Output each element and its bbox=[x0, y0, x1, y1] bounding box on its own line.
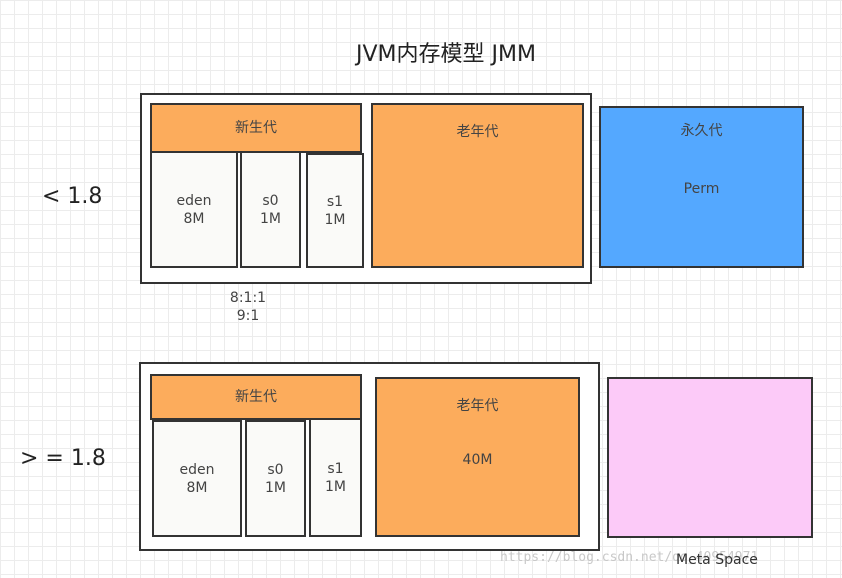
old-generation-size: 40M bbox=[462, 452, 493, 468]
perm-label: Perm bbox=[683, 181, 720, 197]
meta-space bbox=[607, 377, 813, 538]
perm-chinese-label: 永久代 bbox=[680, 123, 723, 139]
young-generation-after: 新生代 bbox=[150, 374, 362, 420]
s1-size: 1M bbox=[325, 478, 346, 495]
ratio-notes: 8:1:1 9:1 bbox=[218, 289, 278, 325]
s1-label: s1 bbox=[327, 460, 344, 477]
old-generation-label: 老年代 bbox=[456, 398, 499, 414]
old-generation-before: 老年代 bbox=[371, 103, 584, 268]
eden-size: 8M bbox=[183, 210, 205, 227]
meta-space-label: Meta Space bbox=[676, 552, 758, 568]
ratio-young-old: 9:1 bbox=[236, 308, 260, 324]
s0-size: 1M bbox=[260, 210, 281, 227]
young-generation-label: 新生代 bbox=[235, 120, 277, 136]
survivor-s1-before: s1 1M bbox=[306, 153, 364, 268]
eden-label: eden bbox=[179, 461, 215, 478]
permanent-generation: 永久代 Perm bbox=[599, 106, 804, 268]
watermark: https://blog.csdn.net/qq_40954971 bbox=[500, 550, 759, 565]
young-generation-before: 新生代 bbox=[150, 103, 362, 153]
survivor-s0-before: s0 1M bbox=[240, 151, 301, 268]
survivor-s0-after: s0 1M bbox=[245, 420, 306, 537]
diagram-title: JVM内存模型 JMM bbox=[356, 42, 536, 67]
s1-label: s1 bbox=[326, 193, 344, 210]
old-generation-after: 老年代 40M bbox=[375, 377, 580, 537]
old-generation-label: 老年代 bbox=[456, 124, 499, 140]
young-generation-label: 新生代 bbox=[235, 389, 277, 405]
eden-space-after: eden 8M bbox=[152, 420, 242, 537]
eden-size: 8M bbox=[186, 479, 208, 496]
version-label-before-1-8: < 1.8 bbox=[42, 184, 103, 209]
survivor-s1-after: s1 1M bbox=[309, 418, 362, 537]
s0-label: s0 bbox=[267, 461, 284, 478]
s0-size: 1M bbox=[265, 479, 286, 496]
s0-label: s0 bbox=[262, 192, 279, 209]
eden-space-before: eden 8M bbox=[150, 151, 238, 268]
ratio-eden-s0-s1: 8:1:1 bbox=[229, 290, 267, 306]
version-label-since-1-8: > = 1.8 bbox=[20, 446, 106, 471]
eden-label: eden bbox=[176, 192, 212, 209]
s1-size: 1M bbox=[324, 211, 346, 228]
